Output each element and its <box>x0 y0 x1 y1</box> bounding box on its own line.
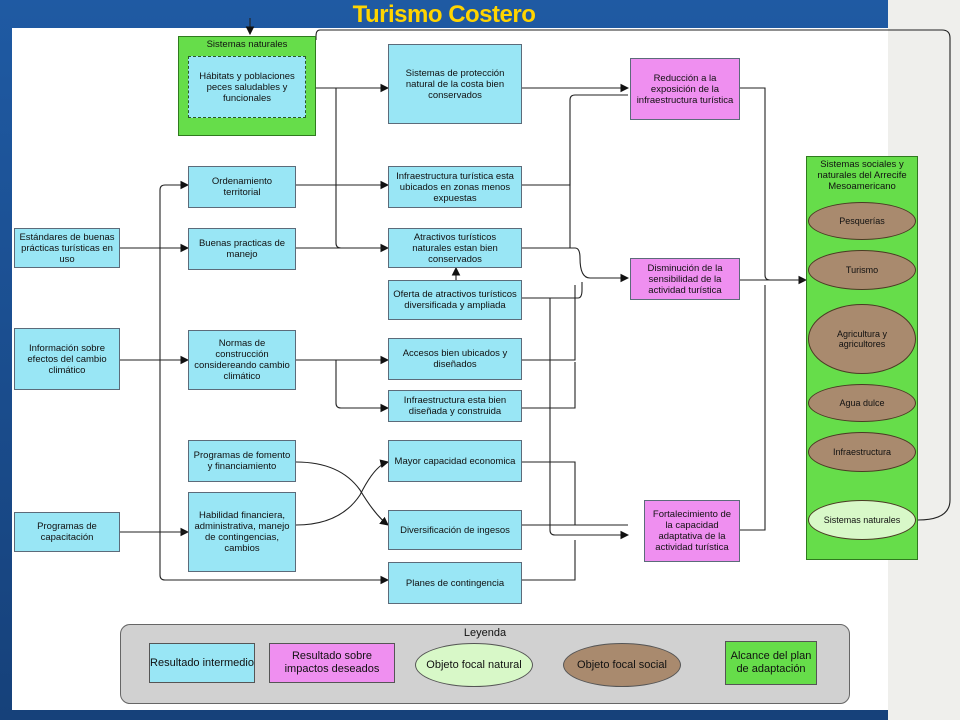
impact-reduccion: Reducción a la exposición de la infraest… <box>630 58 740 120</box>
out-accesos: Accesos bien ubicados y diseñados <box>388 338 522 380</box>
legend-impact-label: Resultado sobre impactos deseados <box>284 650 380 675</box>
input-programas-capacitacion: Programas de capacitación <box>14 512 120 552</box>
out-capacidad-label: Mayor capacidad economica <box>394 455 516 467</box>
mid-fomento-label: Programas de fomento y financiamiento <box>193 450 291 472</box>
mid-habilidad-label: Habilidad financiera, administrativa, ma… <box>194 510 290 554</box>
mid-ordenamiento-label: Ordenamiento territorial <box>211 176 273 198</box>
out-infra-ubicada-label: Infraestructura turística esta ubicados … <box>396 170 514 204</box>
out-oferta: Oferta de atractivos turísticos diversif… <box>388 280 522 320</box>
impact-reduccion-label: Reducción a la exposición de la infraest… <box>636 72 734 106</box>
legend-natural-label: Objeto focal natural <box>426 658 522 671</box>
natural-systems-inner-label: Hábitats y poblaciones peces saludables … <box>199 70 295 104</box>
focal-pesquerias-label: Pesquerías <box>839 216 885 226</box>
legend: Leyenda Resultado intermedio Resultado s… <box>120 624 850 704</box>
out-atractivos: Atractivos turísticos naturales estan bi… <box>388 228 522 268</box>
focal-social-agua: Agua dulce <box>808 384 916 422</box>
focal-social-agricultura: Agricultura y agricultores <box>808 304 916 374</box>
mid-buenas-practicas: Buenas practicas de manejo <box>188 228 296 270</box>
legend-social: Objeto focal social <box>563 643 681 687</box>
legend-impact: Resultado sobre impactos deseados <box>269 643 395 683</box>
focal-turismo-label: Turismo <box>845 265 879 275</box>
out-proteccion: Sistemas de protección natural de la cos… <box>388 44 522 124</box>
mid-buenas-label: Buenas practicas de manejo <box>198 238 286 260</box>
out-diversificacion: Diversificación de ingesos <box>388 510 522 550</box>
out-diversificacion-label: Diversificación de ingesos <box>400 524 510 536</box>
legend-scope-label: Alcance del plan de adaptación <box>730 650 812 675</box>
legend-title: Leyenda <box>463 627 507 639</box>
out-capacidad: Mayor capacidad economica <box>388 440 522 482</box>
page-title: Turismo Costero <box>352 1 536 28</box>
impact-disminucion-label: Disminución de la sensibilidad de la act… <box>647 262 723 296</box>
out-infra-ubicada: Infraestructura turística esta ubicados … <box>388 166 522 208</box>
natural-systems-header: Sistemas naturales <box>206 39 288 50</box>
impact-fortalecimiento: Fortalecimiento de la capacidad adaptati… <box>644 500 740 562</box>
out-oferta-label: Oferta de atractivos turísticos diversif… <box>393 289 517 311</box>
system-panel-header: Sistemas sociales y naturales del Arreci… <box>817 159 907 192</box>
mid-ordenamiento: Ordenamiento territorial <box>188 166 296 208</box>
focal-natural-sistemas: Sistemas naturales <box>808 500 916 540</box>
focal-social-pesquerias: Pesquerías <box>808 202 916 240</box>
out-planes-label: Planes de contingencia <box>405 577 505 589</box>
impact-fortalecimiento-label: Fortalecimiento de la capacidad adaptati… <box>652 509 732 553</box>
mid-normas-label: Normas de construcción considereando cam… <box>194 338 290 382</box>
input-informacion-label: Información sobre efectos del cambio cli… <box>27 342 107 376</box>
legend-social-label: Objeto focal social <box>577 658 667 671</box>
focal-social-turismo: Turismo <box>808 250 916 290</box>
out-infra-disenada: Infraestructura esta bien diseñada y con… <box>388 390 522 422</box>
focal-infraestructura-label: Infraestructura <box>832 447 892 457</box>
mid-fomento: Programas de fomento y financiamiento <box>188 440 296 482</box>
focal-sistemas-label: Sistemas naturales <box>823 515 901 525</box>
legend-natural: Objeto focal natural <box>415 643 533 687</box>
out-accesos-label: Accesos bien ubicados y diseñados <box>402 348 508 370</box>
input-estandares: Estándares de buenas prácticas turística… <box>14 228 120 268</box>
focal-agricultura-label: Agricultura y agricultores <box>836 329 888 349</box>
focal-agua-label: Agua dulce <box>839 398 885 408</box>
legend-intermediate: Resultado intermedio <box>149 643 255 683</box>
input-informacion: Información sobre efectos del cambio cli… <box>14 328 120 390</box>
out-proteccion-label: Sistemas de protección natural de la cos… <box>405 67 505 101</box>
out-infra-disenada-label: Infraestructura esta bien diseñada y con… <box>403 395 507 417</box>
legend-intermediate-label: Resultado intermedio <box>150 656 254 669</box>
out-atractivos-label: Atractivos turísticos naturales estan bi… <box>412 231 498 265</box>
mid-habilidad: Habilidad financiera, administrativa, ma… <box>188 492 296 572</box>
mid-normas: Normas de construcción considereando cam… <box>188 330 296 390</box>
legend-scope: Alcance del plan de adaptación <box>725 641 817 685</box>
impact-disminucion: Disminución de la sensibilidad de la act… <box>630 258 740 300</box>
input-programas-label: Programas de capacitación <box>37 521 97 543</box>
input-estandares-label: Estándares de buenas prácticas turística… <box>19 231 115 265</box>
focal-social-infraestructura: Infraestructura <box>808 432 916 472</box>
natural-systems-inner: Hábitats y poblaciones peces saludables … <box>188 56 306 118</box>
out-planes: Planes de contingencia <box>388 562 522 604</box>
